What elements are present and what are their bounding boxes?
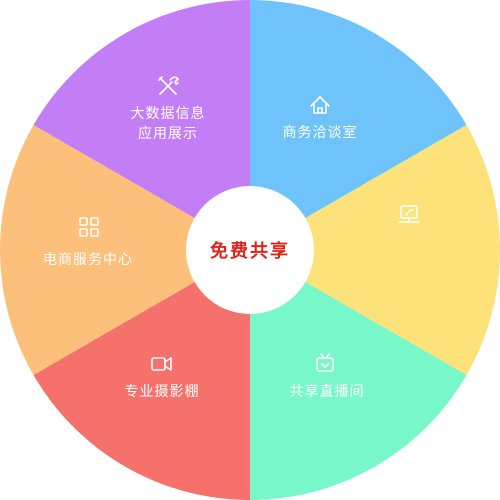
label-big-data-line2: 应用展示 [138, 125, 198, 142]
label-big-data-line1: 大数据信息 [131, 105, 206, 122]
segment-big-data-showcase[interactable] [33, 0, 250, 250]
segment-unlabeled[interactable] [250, 125, 500, 375]
label-business-meeting-room: 商务洽谈室 [283, 124, 358, 141]
label-photo-studio: 专业摄影棚 [125, 384, 200, 400]
segment-business-meeting-room[interactable] [250, 0, 467, 250]
home-icon [310, 96, 330, 114]
grid-icon [79, 217, 99, 237]
label-ecommerce-center: 电商服务中心 [43, 252, 133, 268]
segment-ecommerce-center[interactable] [0, 125, 250, 375]
center-hub[interactable] [186, 186, 314, 314]
video-camera-icon [151, 357, 172, 371]
label-live-streaming-room: 共享直播间 [290, 383, 365, 400]
segment-live-streaming-room[interactable] [250, 250, 467, 500]
segment-photo-studio[interactable] [33, 250, 250, 500]
center-label: 免费共享 [210, 240, 290, 262]
tools-icon [158, 76, 179, 95]
monitor-icon [398, 205, 420, 223]
tv-icon [316, 353, 334, 372]
